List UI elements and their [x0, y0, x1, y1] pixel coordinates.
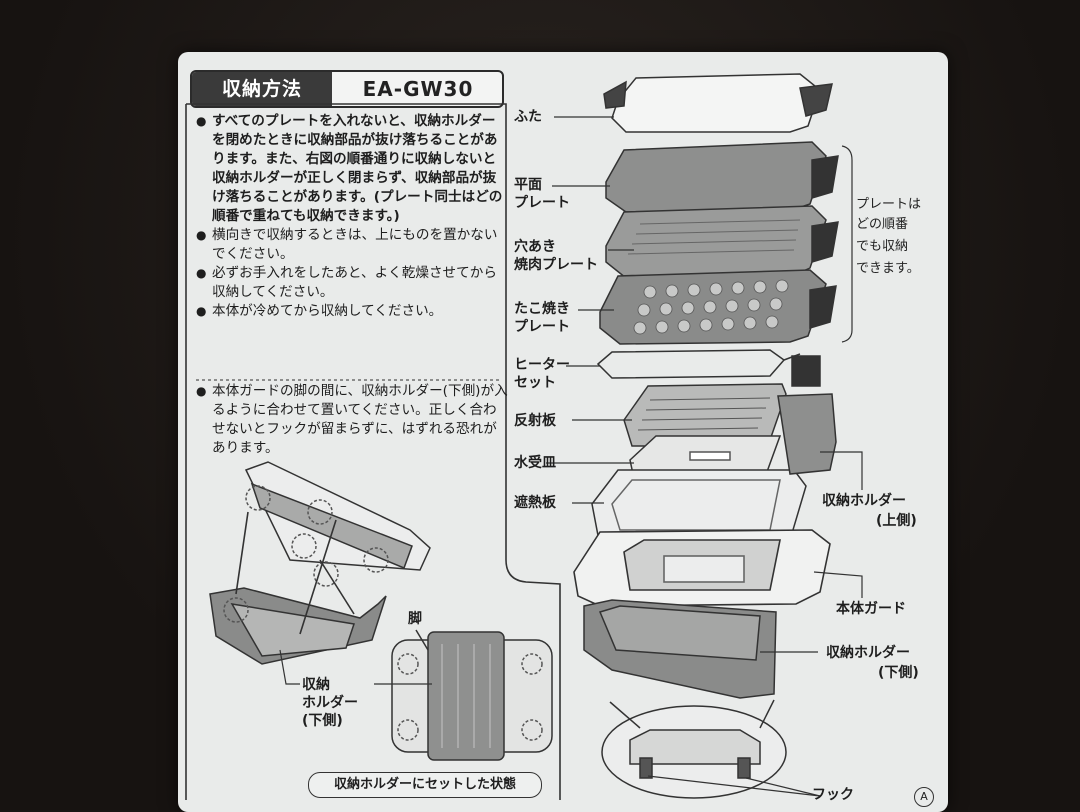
plates-note-2: どの順番 [856, 217, 909, 232]
hook-detail-illustration [601, 699, 787, 799]
notes-top-list: すべてのプレートを入れないと、収納ホルダーを閉めたときに収納部品が抜け落ちること… [196, 112, 508, 321]
upper-holder-illustration [777, 393, 837, 475]
model-number: EA-GW30 [362, 77, 474, 101]
label-lid: ふた [514, 109, 542, 125]
left-frame [185, 103, 561, 800]
label-grill-plate-2: 焼肉プレート [514, 257, 598, 273]
label-body-guard: 本体ガード [836, 601, 906, 617]
label-takoyaki-1: たこ焼き [514, 301, 570, 317]
note-item: 必ずお手入れをしたあと、よく乾燥させてから収納してください。 [196, 264, 508, 302]
note-item: すべてのプレートを入れないと、収納ホルダーを閉めたときに収納部品が抜け落ちること… [196, 112, 508, 226]
label-left-holder-2: ホルダー [302, 695, 358, 711]
label-water-tray: 水受皿 [514, 455, 556, 471]
plates-note-1: プレートは [856, 197, 922, 212]
plates-note-4: できます。 [856, 261, 920, 276]
lower-holder-illustration [583, 599, 777, 699]
plates-note-3: でも収納 [856, 239, 909, 254]
note-item: 本体ガードの脚の間に、収納ホルダー(下側)が入るように合わせて置いてください。正… [196, 382, 508, 458]
note-item: 横向きで収納するときは、上にものを置かないでください。 [196, 226, 508, 264]
grill-plate-illustration [605, 205, 839, 279]
reflector-illustration [623, 383, 787, 447]
label-left-holder-3: (下側) [302, 713, 343, 729]
flat-plate-illustration [605, 141, 839, 213]
leader-lines [546, 116, 863, 797]
left-leader-lines [279, 649, 432, 685]
storage-top-illustration [391, 629, 553, 761]
label-holder-upper-1: 収納ホルダー [822, 493, 906, 509]
label-hook: フック [812, 787, 854, 803]
takoyaki-plate-illustration [599, 269, 837, 345]
label-heater-1: ヒーター [514, 357, 570, 373]
label-leg: 脚 [408, 611, 422, 627]
label-holder-lower-2: (下側) [878, 665, 919, 681]
label-flat-plate-2: プレート [514, 195, 570, 211]
set-state-caption: 収納ホルダーにセットした状態 [308, 772, 542, 798]
lid-illustration [603, 73, 833, 133]
section-title: 収納方法 [192, 72, 332, 106]
storage-side-illustration [209, 461, 431, 665]
label-takoyaki-2: プレート [514, 319, 570, 335]
revision-mark: A [914, 787, 934, 807]
note-item: 本体が冷めてから収納してください。 [196, 302, 508, 321]
label-grill-plate-1: 穴あき [514, 239, 556, 255]
label-holder-upper-2: (上側) [876, 513, 917, 529]
label-heater-2: セット [514, 375, 556, 391]
heater-illustration [596, 349, 821, 387]
header-box: 収納方法 EA-GW30 [190, 70, 504, 108]
label-left-holder-1: 収納 [302, 677, 330, 693]
label-heat-shield: 遮熱板 [514, 495, 556, 511]
body-guard-illustration [573, 529, 831, 607]
label-flat-plate-1: 平面 [514, 177, 542, 193]
label-holder-lower-1: 収納ホルダー [826, 645, 910, 661]
notes-bottom-list: 本体ガードの脚の間に、収納ホルダー(下側)が入るように合わせて置いてください。正… [196, 382, 508, 458]
label-reflector: 反射板 [514, 413, 556, 429]
